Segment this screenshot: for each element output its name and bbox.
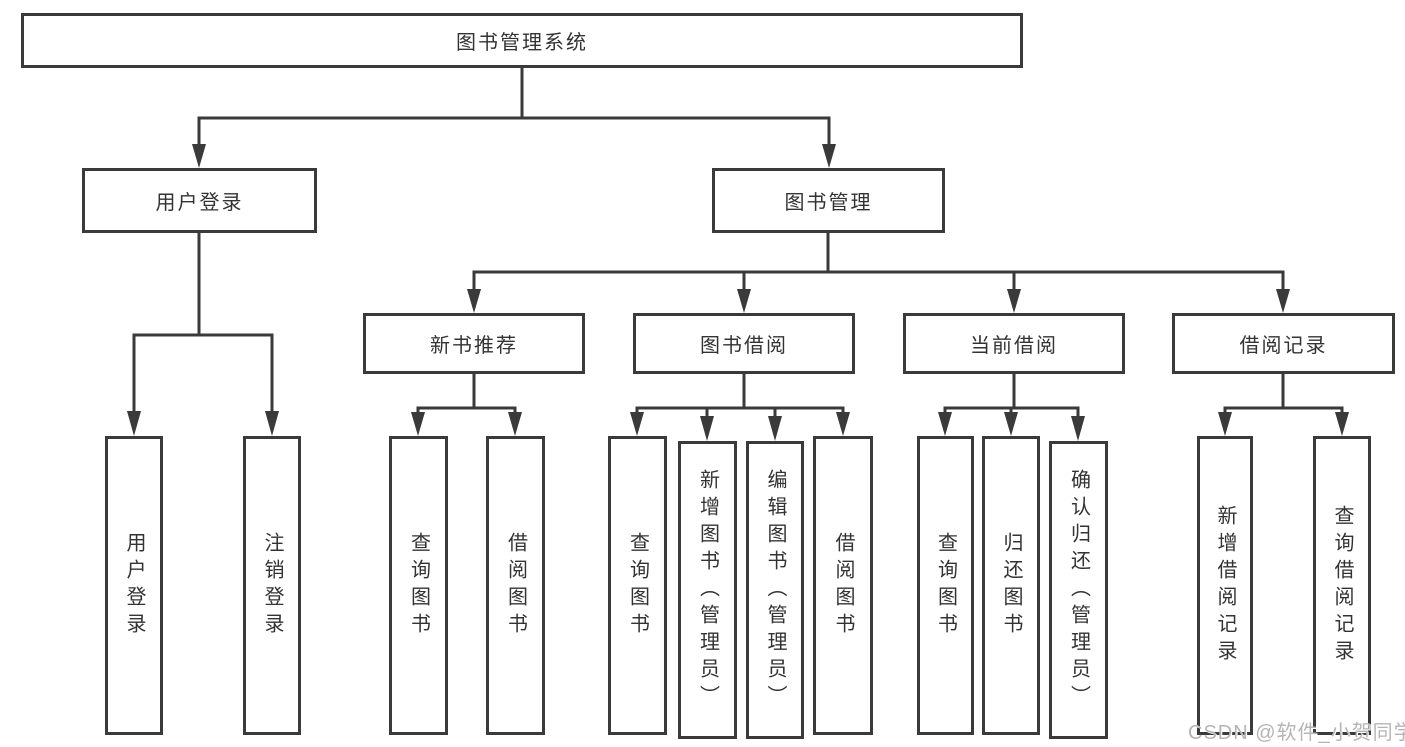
node-new-book-recommend: 新书推荐 [363,313,585,374]
leaf-borrow-edit-books-admin-label: 编辑图书（管理员） [764,468,786,712]
leaf-current-return-books-label: 归还图书 [1000,531,1022,640]
leaf-logout-label: 注销登录 [261,531,283,640]
leaf-borrow-add-books-admin: 新增图书（管理员） [678,441,737,739]
node-book-borrow: 图书借阅 [633,313,855,374]
leaf-borrow-edit-books-admin: 编辑图书（管理员） [746,441,804,739]
node-user-login: 用户登录 [82,168,317,233]
node-book-borrow-label: 图书借阅 [700,335,788,357]
node-book-management-label: 图书管理 [784,192,873,214]
leaf-current-return-books: 归还图书 [982,436,1040,735]
leaf-borrow-query-books-label: 查询图书 [626,531,649,640]
node-borrow-records-label: 借阅记录 [1239,335,1328,357]
leaf-newbook-borrow-books: 借阅图书 [486,436,545,735]
leaf-current-confirm-return-admin-label: 确认归还（管理员） [1067,468,1090,712]
node-new-book-recommend-label: 新书推荐 [430,335,518,357]
leaf-newbook-query-books: 查询图书 [389,436,448,735]
node-book-management: 图书管理 [712,168,945,233]
leaf-current-query-books: 查询图书 [917,436,974,735]
leaf-newbook-query-books-label: 查询图书 [407,531,430,640]
node-root-label: 图书管理系统 [456,32,588,54]
arrowheads [127,144,1349,441]
leaf-records-add-record: 新增借阅记录 [1197,436,1253,735]
leaf-records-query-record-label: 查询借阅记录 [1331,504,1353,667]
leaf-user-login-label: 用户登录 [123,531,145,640]
leaf-borrow-borrow-books-label: 借阅图书 [832,531,854,640]
leaf-records-add-record-label: 新增借阅记录 [1214,504,1236,667]
node-current-borrow-label: 当前借阅 [970,335,1058,357]
leaf-current-query-books-label: 查询图书 [934,531,957,640]
leaf-records-query-record: 查询借阅记录 [1313,436,1371,735]
node-current-borrow: 当前借阅 [903,313,1125,374]
leaf-user-login: 用户登录 [105,436,163,735]
leaf-newbook-borrow-books-label: 借阅图书 [504,531,527,640]
leaf-borrow-query-books: 查询图书 [608,436,667,735]
node-root-system: 图书管理系统 [21,13,1023,68]
node-borrow-records: 借阅记录 [1172,313,1395,374]
leaf-borrow-borrow-books: 借阅图书 [813,436,873,735]
leaf-current-confirm-return-admin: 确认归还（管理员） [1049,441,1108,739]
csdn-watermark: CSDN @软件_小贺同学 [1188,722,1405,744]
leaf-logout: 注销登录 [243,436,301,735]
leaf-borrow-add-books-admin-label: 新增图书（管理员） [696,468,719,712]
node-user-login-label: 用户登录 [155,192,244,214]
